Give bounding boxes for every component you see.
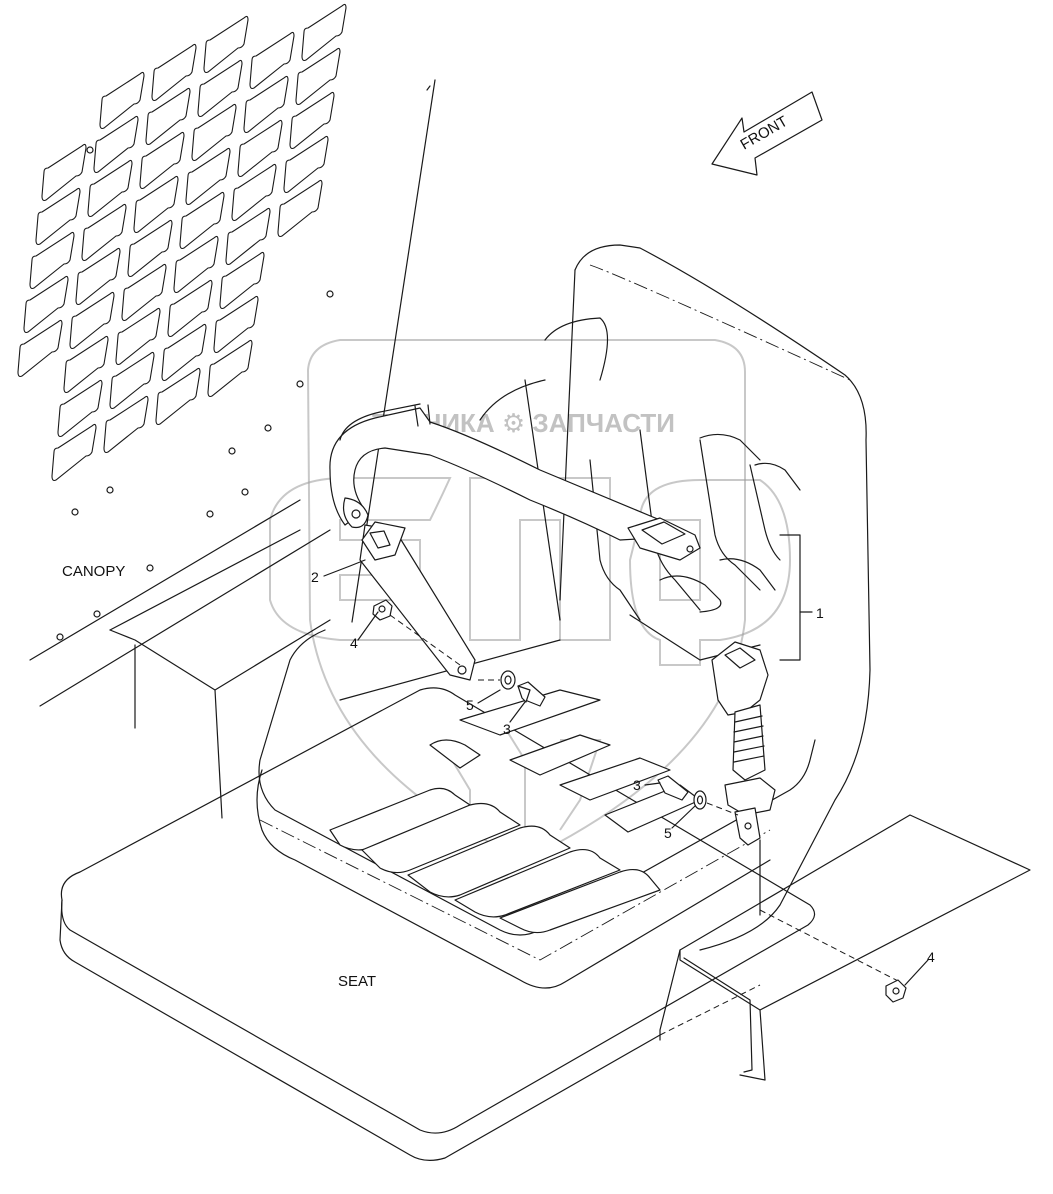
grille-slot [301,3,347,62]
washer-5-lower [693,790,707,810]
grille-slot [173,235,219,294]
grille-slot [185,147,231,206]
callout-1: 1 [816,605,824,621]
canopy-panel [29,79,436,707]
canopy-grille [17,3,347,482]
grille-slot [161,323,207,382]
seat-belt-strap [329,403,701,681]
grille-slot [139,131,185,190]
seat [256,244,871,989]
grille-slot [75,247,121,306]
grille-slot [243,75,289,134]
grille-slot [167,279,213,338]
grille-slot [87,159,133,218]
grille-slot [203,15,249,74]
grille-slot [103,395,149,454]
grille-slot [57,379,103,438]
buckle-assembly [711,641,776,916]
bolt-3-lower [657,775,689,801]
grille-slot [51,423,97,482]
grille-slot [225,207,271,266]
callout-4-lower: 4 [927,949,935,965]
nut-4-lower [885,979,907,1003]
seat-platform [59,529,816,1161]
callout-2: 2 [311,569,319,585]
grille-slot [213,295,259,354]
grille-slot [145,87,191,146]
grille-slot [99,71,145,130]
grille-slot [249,31,295,90]
callout-5-upper: 5 [466,697,474,713]
grille-slot [219,251,265,310]
grille-slot [191,103,237,162]
grille-slot [115,307,161,366]
grille-slot [179,191,225,250]
callout-3-lower: 3 [633,777,641,793]
grille-slot [207,339,253,398]
grille-slot [237,119,283,178]
grille-slot [283,135,329,194]
grille-slot [17,319,63,378]
grille-slot [127,219,173,278]
grille-slot [133,175,179,234]
grille-slot [295,47,341,106]
callout-3-upper: 3 [503,721,511,737]
grille-slot [289,91,335,150]
front-arrow: FRONT [711,91,823,176]
grille-slot [231,163,277,222]
callout-5-lower: 5 [664,825,672,841]
callout-leaders [323,534,929,986]
grille-slot [29,231,75,290]
grille-slot [197,59,243,118]
grille-slot [81,203,127,262]
hardware [372,599,907,1003]
canopy-label: CANOPY [62,563,125,580]
grille-slot [23,275,69,334]
grille-slot [93,115,139,174]
grille-slot [69,291,115,350]
right-bracket [659,814,1031,1081]
callout-4-upper: 4 [350,635,358,651]
grille-slot [35,187,81,246]
seat-label: SEAT [338,973,376,990]
washer-5-upper [500,670,516,690]
grille-slot [277,179,323,238]
grille-slot [41,143,87,202]
grille-slot [155,367,201,426]
grille-slot [109,351,155,410]
nut-4-upper [372,599,393,621]
grille-slot [151,43,197,102]
grille-slot [63,335,109,394]
grille-slot [121,263,167,322]
